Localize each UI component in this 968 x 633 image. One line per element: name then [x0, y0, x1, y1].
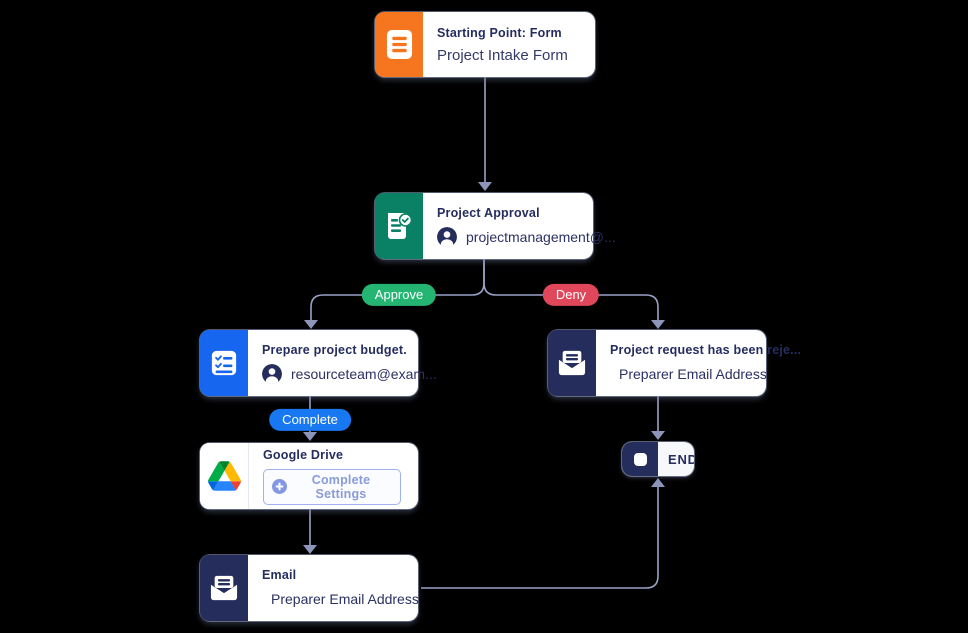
form-icon [386, 29, 413, 60]
approval-node-title: Project Approval [437, 205, 540, 220]
approve-branch-pill[interactable]: Approve [361, 283, 437, 307]
deny-branch-pill[interactable]: Deny [542, 283, 600, 307]
complete-settings-button[interactable]: Complete Settings [263, 468, 401, 505]
budget-node-accent [200, 330, 248, 396]
email-node-title: Email [262, 568, 297, 582]
email-node-accent [200, 555, 248, 621]
end-node[interactable]: END [622, 442, 694, 476]
stop-icon [633, 452, 647, 466]
start-form-name: Project Intake Form [437, 46, 568, 64]
approval-task-icon [385, 211, 413, 241]
google-drive-icon [207, 461, 241, 491]
complete-branch-pill[interactable]: Complete [269, 408, 351, 432]
end-node-accent [622, 442, 658, 476]
email-node[interactable]: Email Preparer Email Address [200, 555, 419, 621]
end-label: END [668, 451, 694, 467]
budget-task-node[interactable]: Prepare project budget. resourceteam@exa… [200, 330, 437, 396]
arrowhead [651, 478, 665, 487]
arrowhead [303, 545, 317, 554]
drive-node-title: Google Drive [263, 447, 344, 462]
reject-node-accent [548, 330, 596, 396]
reject-recipient: Preparer Email Address [619, 365, 767, 382]
drive-node-accent [200, 443, 249, 509]
approval-node[interactable]: Project Approval projectmanagement@... [375, 193, 616, 259]
arrowhead [651, 320, 665, 329]
plus-icon [272, 479, 287, 494]
google-drive-node[interactable]: Google Drive Complete Settings [200, 443, 418, 509]
arrowhead [651, 431, 665, 440]
complete-settings-label: Complete Settings [311, 472, 371, 501]
arrowhead [303, 432, 317, 441]
approval-assignee: projectmanagement@... [466, 228, 616, 245]
start-node[interactable]: Starting Point: Form Project Intake Form [375, 12, 595, 77]
start-node-title: Starting Point: Form [437, 25, 562, 40]
budget-assignee: resourceteam@exam... [291, 365, 437, 382]
rejection-email-node[interactable]: Project request has been reje... Prepare… [548, 330, 802, 396]
envelope-icon [209, 574, 239, 602]
arrowhead [478, 182, 492, 191]
envelope-icon [557, 349, 587, 377]
email-recipient: Preparer Email Address [271, 590, 419, 607]
arrowhead [304, 320, 318, 329]
reject-node-title: Project request has been reje... [610, 343, 802, 357]
checklist-icon [210, 349, 238, 377]
start-node-accent [375, 12, 423, 77]
edge-email-to-end [421, 487, 659, 589]
avatar-icon [262, 363, 282, 384]
approval-node-accent [375, 193, 423, 259]
budget-node-title: Prepare project budget. [262, 342, 407, 357]
avatar-icon [437, 226, 457, 247]
